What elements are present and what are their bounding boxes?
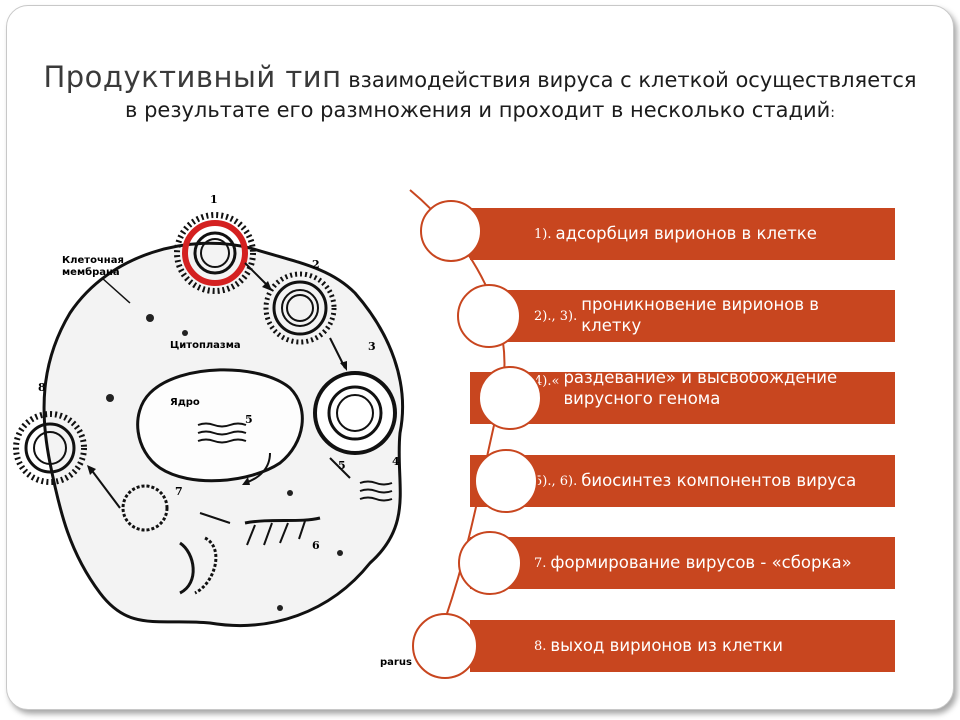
stage-number-5b: 5 <box>338 459 346 472</box>
virion-8 <box>13 411 87 485</box>
stage-number-7: 7 <box>175 485 183 498</box>
virion-1 <box>174 212 256 294</box>
stage-5-circle <box>458 531 522 595</box>
stage-number-5a: 5 <box>245 413 253 426</box>
stage-1-text: адсорбция вирионов в клетке <box>555 223 817 243</box>
label-membrane-1: Клеточная <box>62 255 124 266</box>
stage-number-3: 3 <box>368 340 376 353</box>
stage-number-2: 2 <box>312 258 320 271</box>
label-nucleus: Ядро <box>170 397 200 408</box>
stage-1-circle <box>420 200 482 262</box>
stage-bar-1: 1). адсорбция вирионов в клетке <box>470 208 895 260</box>
stage-bar-6: 8. выход вирионов из клетки <box>470 620 895 672</box>
stage-2-number: 2)., 3). <box>534 308 578 324</box>
stage-number-1: 1 <box>210 193 218 206</box>
polysome <box>244 516 321 525</box>
stage-4-number: 5)., 6). <box>534 473 578 489</box>
title-highlight: Продуктивный тип <box>43 60 342 94</box>
cytoplasm-genome <box>359 480 393 502</box>
stage-4-text: биосинтез компонентов вируса <box>581 470 857 490</box>
watermark: parus <box>380 657 412 668</box>
capsid-fragment <box>179 541 195 595</box>
stage-6-number: 8. <box>534 638 547 654</box>
stage-3-number: 4).« <box>534 374 560 389</box>
polysome-tails <box>246 520 306 546</box>
stage-1-number: 1). <box>534 226 552 242</box>
label-membrane-2: мембрана <box>62 266 120 278</box>
label-cytoplasm: Цитоплазма <box>170 340 241 351</box>
virion-3 <box>313 371 397 455</box>
virion-2 <box>263 271 337 345</box>
title-colon: : <box>830 104 835 121</box>
nucleus <box>136 368 304 483</box>
virus-cell-diagram: Клеточная мембрана Цитоплазма Ядро 1 2 3… <box>13 193 405 627</box>
stage-3-text: раздевание» и высвобождение вирусного ге… <box>563 372 838 408</box>
stage-5-text: формирование вирусов - «сборка» <box>550 552 852 572</box>
slide-title: Продуктивный тип взаимодействия вируса с… <box>40 58 920 124</box>
stage-3-circle <box>478 366 542 430</box>
title-text: взаимодействия вируса с клеткой осуществ… <box>125 68 917 122</box>
organelles <box>106 314 343 611</box>
stage-2-circle <box>457 284 521 348</box>
arrow-heads <box>87 281 347 485</box>
stage-6-text: выход вирионов из клетки <box>550 635 783 655</box>
virion-7 <box>121 484 169 532</box>
stage-2-text: проникновение вирионов в клетку <box>581 295 820 335</box>
stage-number-6: 6 <box>312 539 320 552</box>
membrane-pointer <box>101 277 131 304</box>
stage-bar-2: 2)., 3). проникновение вирионов в клетку <box>470 290 895 342</box>
stage-6-circle <box>412 613 478 679</box>
stage-bar-5: 7. формирование вирусов - «сборка» <box>470 537 895 589</box>
stage-bar-4: 5)., 6). биосинтез компонентов вируса <box>470 455 895 507</box>
capsid-fragment <box>194 536 218 595</box>
stage-number-4: 4 <box>392 455 400 468</box>
stage-5-number: 7. <box>534 555 547 571</box>
stage-4-circle <box>474 449 538 513</box>
stage-number-8: 8 <box>38 381 46 394</box>
nuclear-genome <box>197 422 247 444</box>
